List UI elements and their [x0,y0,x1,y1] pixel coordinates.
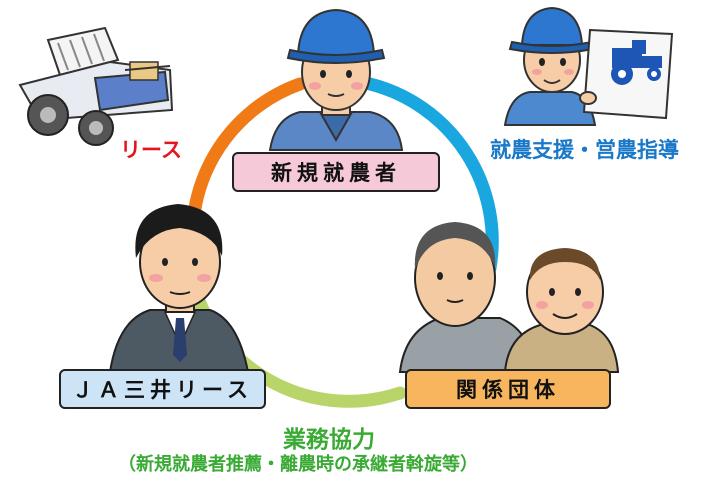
cooperation-detail-label: （新規就農者推薦・離農時の承継者斡旋等） [118,454,478,475]
lease-label: リース [120,138,182,162]
farming-support-label: 就農支援・営農指導 [490,138,679,162]
related-organization-box: 関係団体 [405,369,611,409]
ja-mitsui-lease-box: ＪＡ三井リース [59,369,266,409]
organization-people [398,222,620,373]
tractor-icon [611,40,662,85]
rice-planter-icon [18,26,174,146]
ja-person [108,204,250,373]
cooperation-label: 業務協力 [283,427,375,453]
instructor-person [503,6,674,126]
arc-blue [363,77,499,275]
new-farmer-box: 新規就農者 [232,152,440,192]
new-farmer-person [268,8,404,151]
